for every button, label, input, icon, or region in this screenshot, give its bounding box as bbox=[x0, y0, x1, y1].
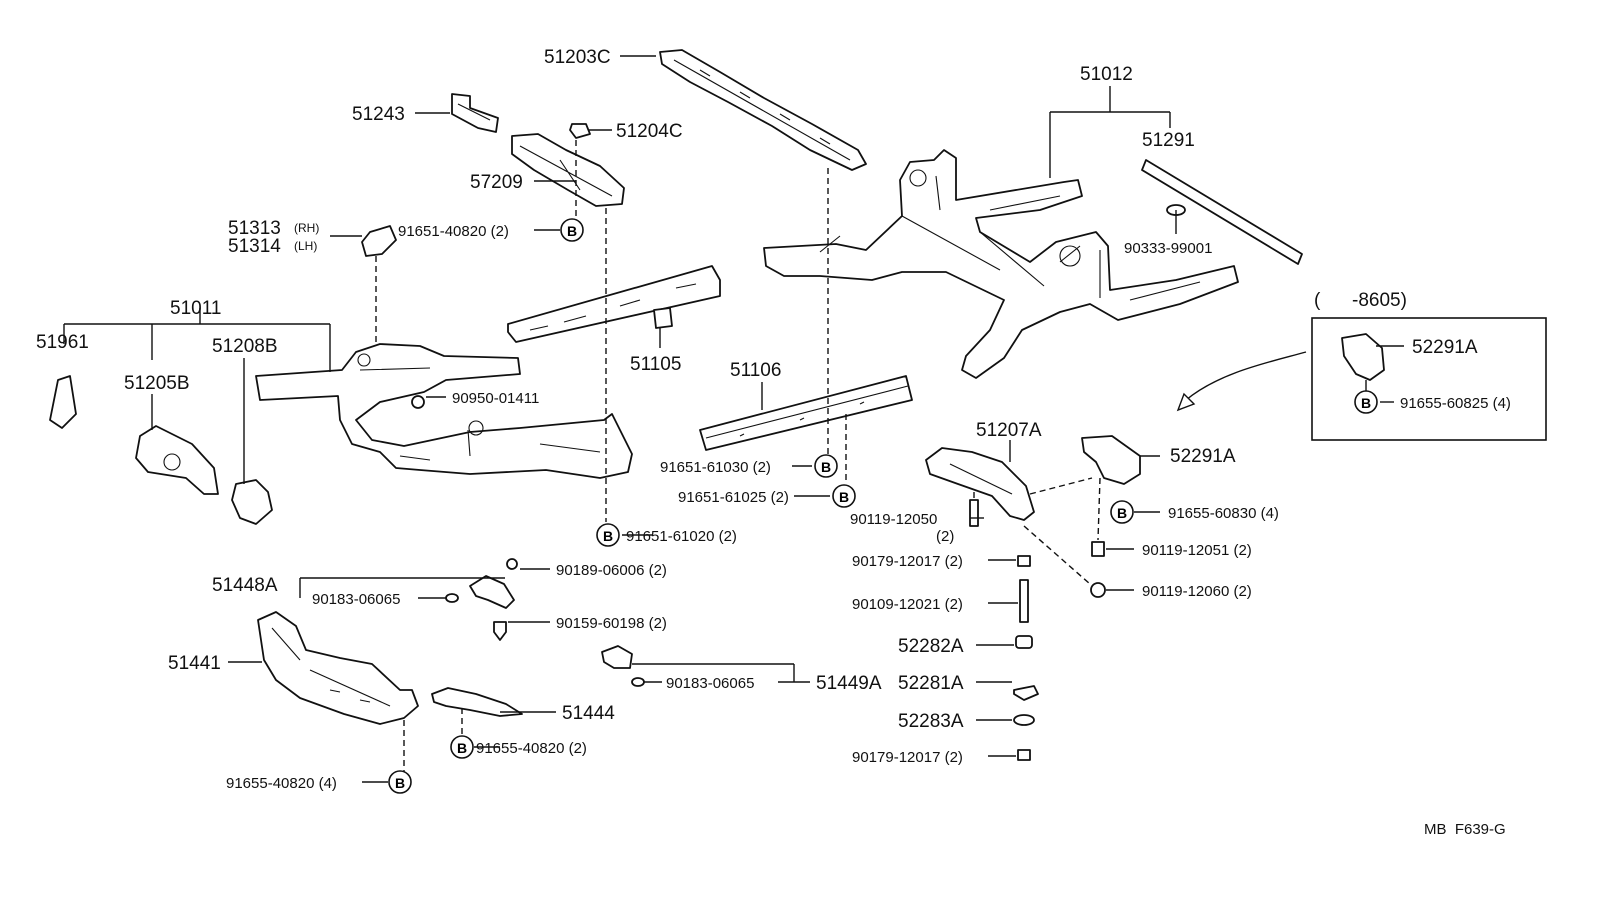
leader-lines bbox=[63, 55, 1404, 783]
label-90179-12017-a: 90179-12017 (2) bbox=[852, 553, 963, 570]
badge-b-91655-60830: B bbox=[1110, 500, 1134, 524]
part-51441-shape bbox=[257, 611, 419, 725]
label-51441: 51441 bbox=[168, 653, 221, 674]
label-51205B: 51205B bbox=[124, 373, 190, 394]
label-91651-40820: 91651-40820 (2) bbox=[398, 223, 509, 240]
svg-text:B: B bbox=[603, 528, 613, 544]
label-90183-06065-a: 90183-06065 bbox=[312, 591, 400, 608]
part-51243-shape bbox=[451, 93, 499, 133]
label-51961: 51961 bbox=[36, 332, 89, 353]
svg-text:B: B bbox=[395, 775, 405, 791]
label-51449A: 51449A bbox=[816, 673, 882, 694]
label-91655-60825: 91655-60825 (4) bbox=[1400, 395, 1511, 412]
label-90159-60198: 90159-60198 (2) bbox=[556, 615, 667, 632]
label-91651-61030: 91651-61030 (2) bbox=[660, 459, 771, 476]
badge-b-91655-40820-4: B bbox=[388, 770, 412, 794]
detail-arrow bbox=[1185, 351, 1307, 401]
label-52283A: 52283A bbox=[898, 711, 964, 732]
dashed-lines bbox=[375, 140, 1101, 772]
part-57209-shape bbox=[511, 133, 625, 207]
part-52291A-box-shape bbox=[1341, 333, 1385, 381]
badge-b-91651-61025: B bbox=[832, 484, 856, 508]
label-52282A: 52282A bbox=[898, 636, 964, 657]
svg-text:B: B bbox=[839, 489, 849, 505]
label-91655-40820-4: 91655-40820 (4) bbox=[226, 775, 337, 792]
label-51203C: 51203C bbox=[544, 47, 611, 68]
part-51961-shape bbox=[49, 375, 77, 429]
label-90109-12021: 90109-12021 (2) bbox=[852, 596, 963, 613]
label-90950-01411: 90950-01411 bbox=[452, 390, 539, 407]
part-51291-shape bbox=[1141, 159, 1303, 265]
label-90333-99001: 90333-99001 bbox=[1124, 240, 1212, 257]
label-51012: 51012 bbox=[1080, 64, 1133, 85]
label-90189-06006: 90189-06006 (2) bbox=[556, 562, 667, 579]
badge-b-91651-61020: B bbox=[596, 523, 620, 547]
label-90119-12051: 90119-12051 (2) bbox=[1142, 542, 1252, 559]
svg-text:B: B bbox=[457, 740, 467, 756]
svg-text:B: B bbox=[1117, 505, 1127, 521]
label-91651-61020: 91651-61020 (2) bbox=[626, 528, 737, 545]
label-lh: (LH) bbox=[294, 239, 317, 253]
label-91651-61025: 91651-61025 (2) bbox=[678, 489, 789, 506]
part-51105-shape bbox=[507, 265, 721, 343]
part-51011-shape bbox=[255, 343, 633, 479]
part-51313-shape bbox=[361, 225, 397, 257]
hardware-parts bbox=[411, 395, 1106, 761]
label-51208B: 51208B bbox=[212, 336, 278, 357]
part-51204C-shape bbox=[569, 123, 591, 139]
label-51207A: 51207A bbox=[976, 420, 1042, 441]
part-51444-shape bbox=[431, 687, 523, 717]
label-90119-12050-qty: (2) bbox=[936, 528, 954, 545]
svg-text:B: B bbox=[821, 459, 831, 475]
detail-arrowhead bbox=[1176, 392, 1196, 412]
badge-b-91655-60825: B bbox=[1354, 390, 1378, 414]
label-52291A-box: 52291A bbox=[1412, 337, 1478, 358]
label-51105: 51105 bbox=[630, 354, 681, 375]
svg-text:B: B bbox=[1361, 395, 1371, 411]
part-51106-shape bbox=[699, 375, 913, 451]
footer-code: MB F639-G bbox=[1424, 821, 1506, 838]
label-90179-12017-b: 90179-12017 (2) bbox=[852, 749, 963, 766]
part-51205B-shape bbox=[135, 425, 219, 495]
part-51207A-shape bbox=[925, 447, 1035, 521]
label-51011: 51011 bbox=[170, 298, 221, 319]
label-90119-12050: 90119-12050 bbox=[850, 511, 937, 528]
svg-text:B: B bbox=[567, 223, 577, 239]
detail-box bbox=[1311, 317, 1547, 441]
label-91655-40820-2: 91655-40820 (2) bbox=[476, 740, 587, 757]
label-51243: 51243 bbox=[352, 104, 405, 125]
label-51314: 51314 bbox=[228, 236, 281, 257]
label-51313: 51313 bbox=[228, 218, 281, 239]
label-90183-06065-b: 90183-06065 bbox=[666, 675, 754, 692]
label-51448A: 51448A bbox=[212, 575, 278, 596]
label-52291A: 52291A bbox=[1170, 446, 1236, 467]
label-91655-60830: 91655-60830 (4) bbox=[1168, 505, 1279, 522]
label-51291: 51291 bbox=[1142, 130, 1195, 151]
part-51203C-shape bbox=[659, 49, 867, 171]
label-51444: 51444 bbox=[562, 703, 615, 724]
label-51204C: 51204C bbox=[616, 121, 683, 142]
part-51448A-shape bbox=[469, 575, 515, 609]
badge-b-91651-61030: B bbox=[814, 454, 838, 478]
label-90119-12060: 90119-12060 (2) bbox=[1142, 583, 1252, 600]
label-range: ( -8605) bbox=[1314, 290, 1407, 311]
label-52281A: 52281A bbox=[898, 673, 964, 694]
badge-b-91651-40820: B bbox=[560, 218, 584, 242]
badge-b-91655-40820-2: B bbox=[450, 735, 474, 759]
label-51106: 51106 bbox=[730, 360, 781, 381]
part-52291A-shape bbox=[1081, 435, 1141, 485]
part-51012-shape bbox=[763, 149, 1239, 379]
part-51449A-shape bbox=[601, 645, 633, 669]
part-51208B-shape bbox=[231, 479, 273, 525]
label-57209: 57209 bbox=[470, 172, 523, 193]
label-rh: (RH) bbox=[294, 221, 319, 235]
